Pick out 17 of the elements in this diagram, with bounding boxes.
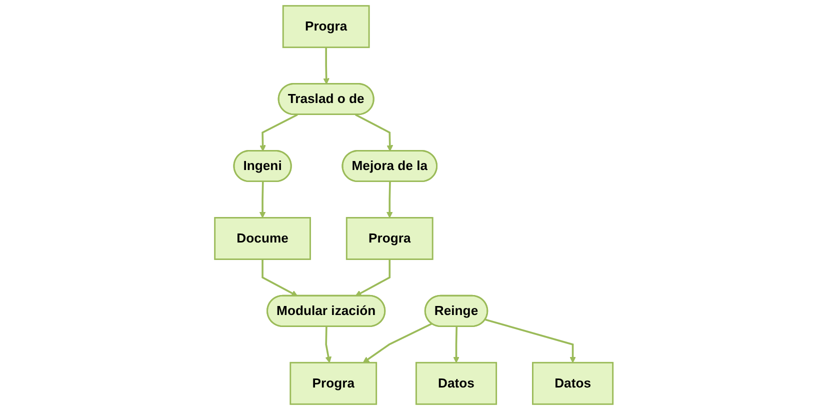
node-box: Docume xyxy=(214,217,311,260)
node-box: Datos xyxy=(415,362,497,405)
arrow xyxy=(362,322,432,363)
node-box: Datos xyxy=(532,362,614,405)
node-box: Progra xyxy=(346,217,433,260)
arrow xyxy=(324,326,332,363)
arrow xyxy=(354,259,390,296)
arrow xyxy=(386,182,392,218)
arrow xyxy=(484,318,576,363)
arrow xyxy=(452,326,460,363)
arrow xyxy=(259,182,266,218)
arrow xyxy=(261,259,298,296)
arrow xyxy=(354,114,393,152)
arrow xyxy=(322,47,330,84)
node-box: Progra xyxy=(282,5,370,48)
arrow xyxy=(259,114,298,152)
node-box: Progra xyxy=(289,362,377,405)
